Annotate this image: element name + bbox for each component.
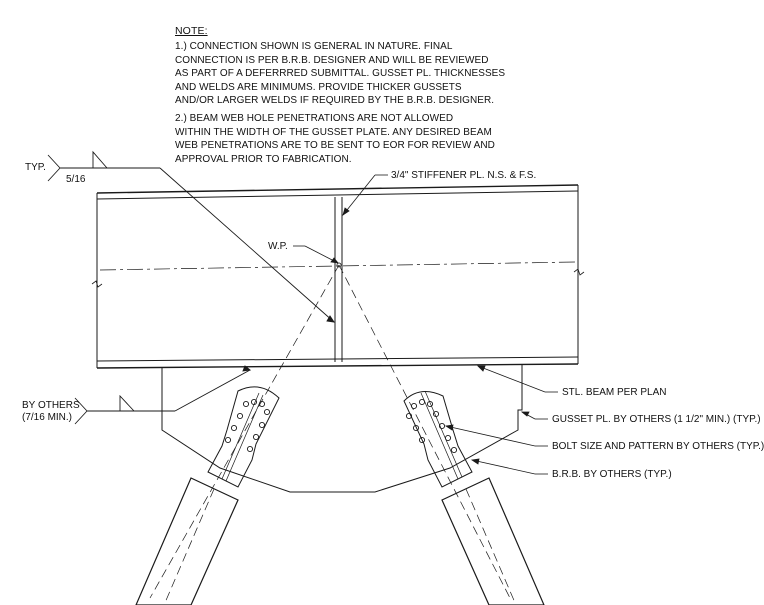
stiffener-plate	[334, 197, 343, 362]
gusset-plate	[161, 364, 523, 493]
bolt-pattern-right	[405, 398, 458, 454]
work-point-marker	[336, 262, 342, 268]
note-1: 1.) CONNECTION SHOWN IS GENERAL IN NATUR…	[175, 41, 506, 107]
callout-gusset-plate: GUSSET PL. BY OTHERS (1 1/2" MIN.) (TYP.…	[552, 414, 761, 425]
callout-leaders	[293, 174, 558, 475]
notes-title: NOTE:	[175, 25, 208, 37]
brb-right	[403, 390, 545, 605]
weld-symbol-top	[47, 150, 335, 323]
weld-symbol-gusset	[74, 365, 252, 425]
callout-stiffener: 3/4" STIFFENER PL. N.S. & F.S.	[391, 170, 537, 181]
callout-bolts: BOLT SIZE AND PATTERN BY OTHERS (TYP.)	[552, 441, 764, 452]
callout-steel-beam: STL. BEAM PER PLAN	[562, 387, 667, 398]
brb-left	[135, 386, 280, 605]
callout-work-point: W.P.	[268, 241, 288, 252]
steel-beam	[91, 184, 585, 369]
note-2: 2.) BEAM WEB HOLE PENETRATIONS ARE NOT A…	[175, 113, 495, 165]
weld-tail-typ: TYP.	[25, 162, 46, 173]
weld-tail-by-others: BY OTHERS	[22, 400, 80, 411]
bolt-pattern-left	[224, 398, 271, 453]
brace-centerlines	[149, 264, 511, 599]
callout-brb: B.R.B. BY OTHERS (TYP.)	[552, 469, 672, 480]
weld-size-label: 5/16	[66, 174, 86, 185]
weld-tail-min: (7/16 MIN.)	[22, 412, 73, 423]
